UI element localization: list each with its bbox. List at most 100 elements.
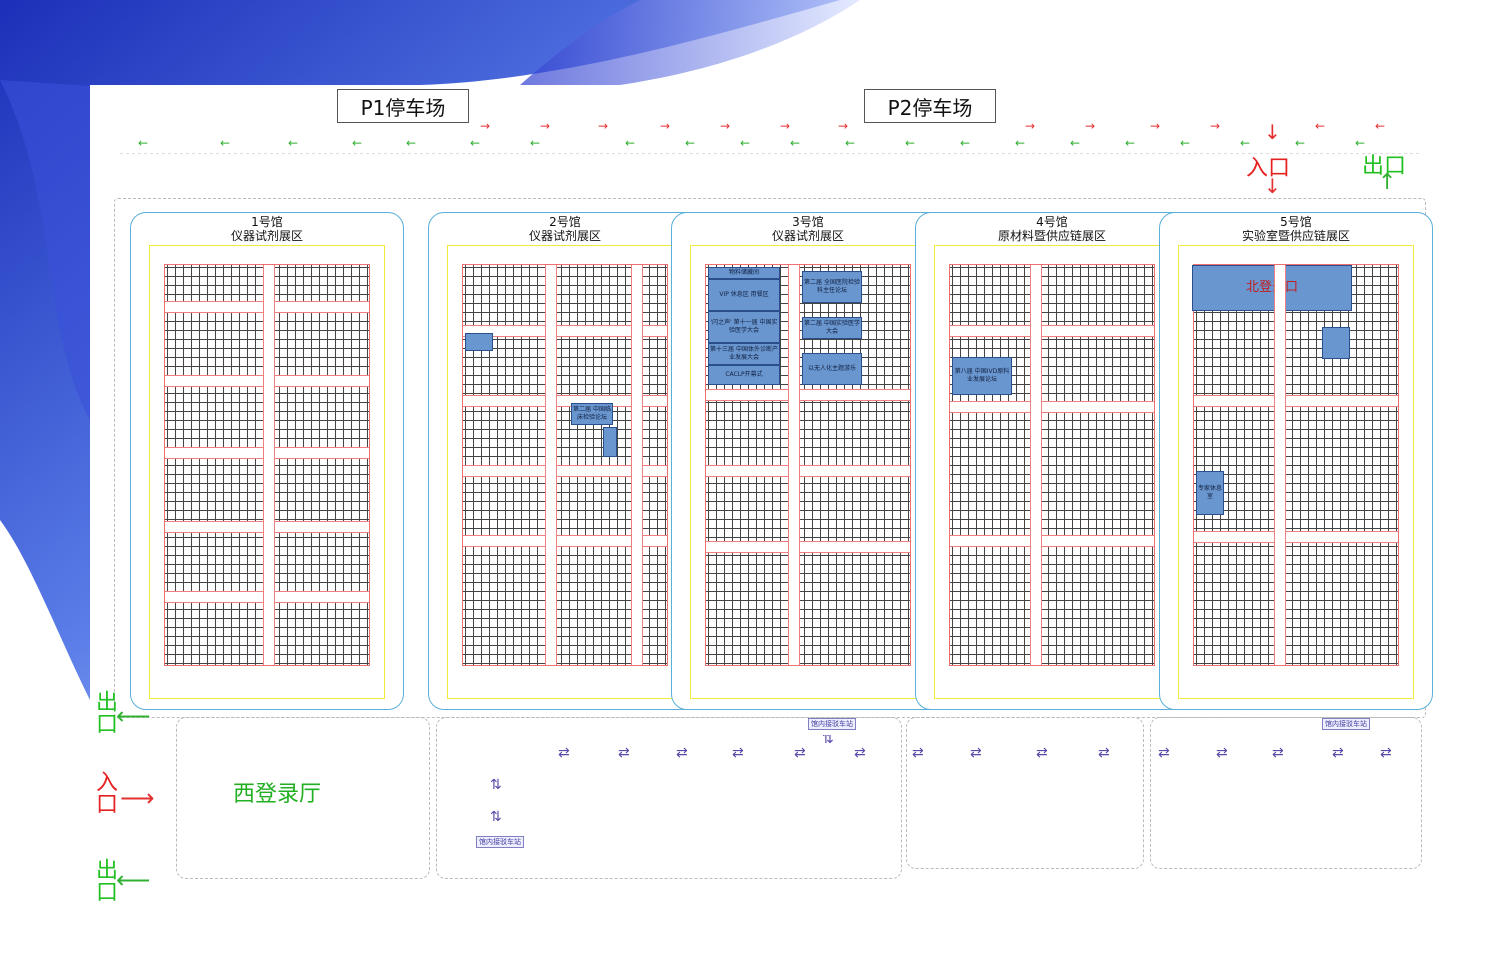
- west-exit-label-2: 出口: [92, 858, 117, 902]
- parking-p2-label: P2停车场: [864, 89, 996, 123]
- svg-text:←: ←: [138, 136, 148, 150]
- north-exit-arrow-icon: ↑: [1378, 170, 1397, 195]
- hall-3-vip-block: VIP 休息区 用餐区: [708, 279, 780, 311]
- hall-2-forum-block: [465, 333, 493, 351]
- svg-text:⇅: ⇅: [490, 809, 502, 825]
- svg-text:⇅: ⇅: [822, 735, 834, 747]
- hall-1-zone: 仪器试剂展区: [230, 229, 303, 243]
- hall-4-forum-block: 第八届 中国IVD原料业发展论坛: [952, 357, 1012, 395]
- hall-2-zone: 仪器试剂展区: [528, 229, 601, 243]
- hall-3[interactable]: 3号馆 仪器试剂展区 物料储藏间 VIP 休息区 用餐区 '闪之声' 第十一届 …: [671, 212, 945, 710]
- svg-text:←: ←: [1015, 136, 1025, 150]
- north-entrance-arrow2-icon: ↓: [1264, 174, 1281, 198]
- svg-text:⇄: ⇄: [1036, 745, 1048, 761]
- svg-text:→: →: [838, 119, 848, 133]
- hall-2-name: 2号馆: [549, 215, 581, 229]
- svg-text:←: ←: [1315, 119, 1325, 133]
- svg-text:→: →: [660, 119, 670, 133]
- hall-2-floor: 第二届 中国临床检验论坛: [447, 245, 683, 699]
- hall-3-unmanned-block: 以无人化主题游乐: [802, 353, 862, 385]
- hall-2-forum-block-2: 第二届 中国临床检验论坛: [571, 403, 613, 425]
- hall-3-congress-block: '闪之声' 第十一届 中国实验医学大会: [708, 311, 780, 343]
- hall-5-side-block: [1322, 327, 1350, 359]
- shuttle-station-1[interactable]: 馆内接驳车站: [476, 836, 524, 848]
- svg-text:⇄: ⇄: [1158, 745, 1170, 761]
- svg-text:⇄: ⇄: [854, 745, 866, 761]
- north-login-block[interactable]: 北登录口: [1192, 265, 1352, 311]
- top-road-arrows: →→→ →→→ →→→ →→←← ←←← ←←← ←←← ←←← ←←← ←←←…: [120, 119, 1420, 154]
- svg-text:←: ←: [790, 136, 800, 150]
- hall-3-director-block: 第二届 全国医院检验科主任论坛: [802, 271, 862, 303]
- svg-text:⇄: ⇄: [1272, 745, 1284, 761]
- svg-text:⇄: ⇄: [676, 745, 688, 761]
- shuttle-route-arrows: ⇄⇄⇄ ⇄⇄⇄ ⇄⇄⇄ ⇄⇄⇄ ⇄⇄⇄ ⇅⇅⇅: [490, 735, 1392, 825]
- svg-text:←: ←: [685, 136, 695, 150]
- west-entrance-label: 入口: [92, 770, 117, 814]
- hall-3-opening-block: CACLP开幕式: [708, 365, 780, 385]
- hall-3-zone: 仪器试剂展区: [771, 229, 844, 243]
- svg-text:⇄: ⇄: [1216, 745, 1228, 761]
- hall-1-name: 1号馆: [251, 215, 283, 229]
- svg-text:←: ←: [960, 136, 970, 150]
- hall-3-industry-block: 第十三届 中国体外诊断产业发展大会: [708, 343, 780, 365]
- svg-text:→: →: [720, 119, 730, 133]
- hall-4[interactable]: 4号馆 原材料暨供应链展区 第八届 中国IVD原料业发展论坛: [915, 212, 1189, 710]
- west-exit-label-1: 出口: [92, 690, 117, 734]
- svg-text:⇄: ⇄: [970, 745, 982, 761]
- hall-3-floor: 物料储藏间 VIP 休息区 用餐区 '闪之声' 第十一届 中国实验医学大会 第十…: [690, 245, 926, 699]
- svg-text:⇄: ⇄: [1098, 745, 1110, 761]
- hall-1-floor: [149, 245, 385, 699]
- hall-4-zone: 原材料暨供应链展区: [997, 229, 1106, 243]
- svg-text:←: ←: [1355, 136, 1365, 150]
- hall-3-medicine-block: 第二届 中国实验医学大会: [802, 317, 862, 339]
- west-login-hall[interactable]: [176, 717, 430, 879]
- svg-text:→: →: [780, 119, 790, 133]
- hall-1-booth-grid: [164, 264, 370, 666]
- svg-text:←: ←: [1375, 119, 1385, 133]
- hall-5-name: 5号馆: [1280, 215, 1312, 229]
- hall-2[interactable]: 2号馆 仪器试剂展区 第二届 中国临床检验论坛: [428, 212, 702, 710]
- hall-4-name: 4号馆: [1036, 215, 1068, 229]
- west-entrance-arrow-icon: ⟶: [120, 784, 155, 812]
- north-exit-label: 出口: [1362, 154, 1407, 179]
- hall-1[interactable]: 1号馆 仪器试剂展区: [130, 212, 404, 710]
- shuttle-station-3[interactable]: 馆内接驳车站: [1322, 718, 1370, 730]
- svg-text:⇄: ⇄: [912, 745, 924, 761]
- svg-text:⇄: ⇄: [618, 745, 630, 761]
- svg-text:←: ←: [406, 136, 416, 150]
- svg-text:⇄: ⇄: [732, 745, 744, 761]
- svg-text:→: →: [1150, 119, 1160, 133]
- svg-text:→: →: [1085, 119, 1095, 133]
- north-entrance-arrow-icon: ↓: [1264, 120, 1281, 144]
- hall-3-booth-grid: 物料储藏间 VIP 休息区 用餐区 '闪之声' 第十一届 中国实验医学大会 第十…: [705, 264, 911, 666]
- hall-4-floor: 第八届 中国IVD原料业发展论坛: [934, 245, 1170, 699]
- hall-3-storage-block: 物料储藏间: [708, 267, 780, 279]
- svg-text:⇅: ⇅: [490, 777, 502, 793]
- hall-2-small-block: [603, 427, 617, 457]
- hall-5[interactable]: 5号馆 实验室暨供应链展区 北登录口 专家休息室: [1159, 212, 1433, 710]
- hall-3-name: 3号馆: [792, 215, 824, 229]
- svg-text:←: ←: [352, 136, 362, 150]
- svg-text:←: ←: [1125, 136, 1135, 150]
- south-plaza-zone-2: [906, 717, 1144, 869]
- hall-5-zone: 实验室暨供应链展区: [1241, 229, 1350, 243]
- svg-text:←: ←: [530, 136, 540, 150]
- south-plaza-zone-3: [1150, 717, 1422, 869]
- west-exit-arrow-icon-2: ⟵: [116, 866, 151, 894]
- hall-2-booth-grid: 第二届 中国临床检验论坛: [462, 264, 668, 666]
- south-plaza-zone: [436, 717, 902, 879]
- svg-text:→: →: [480, 119, 490, 133]
- svg-text:←: ←: [845, 136, 855, 150]
- svg-text:→: →: [540, 119, 550, 133]
- hall-5-floor: 北登录口 专家休息室: [1178, 245, 1414, 699]
- svg-text:⇄: ⇄: [558, 745, 570, 761]
- svg-text:←: ←: [905, 136, 915, 150]
- hall-5-expert-block: 专家休息室: [1196, 471, 1224, 515]
- svg-text:←: ←: [288, 136, 298, 150]
- shuttle-station-2[interactable]: 馆内接驳车站: [808, 718, 856, 730]
- svg-text:←: ←: [1240, 136, 1250, 150]
- svg-text:→: →: [1210, 119, 1220, 133]
- svg-text:←: ←: [220, 136, 230, 150]
- svg-text:→: →: [598, 119, 608, 133]
- hall-5-booth-grid: 北登录口 专家休息室: [1192, 264, 1399, 666]
